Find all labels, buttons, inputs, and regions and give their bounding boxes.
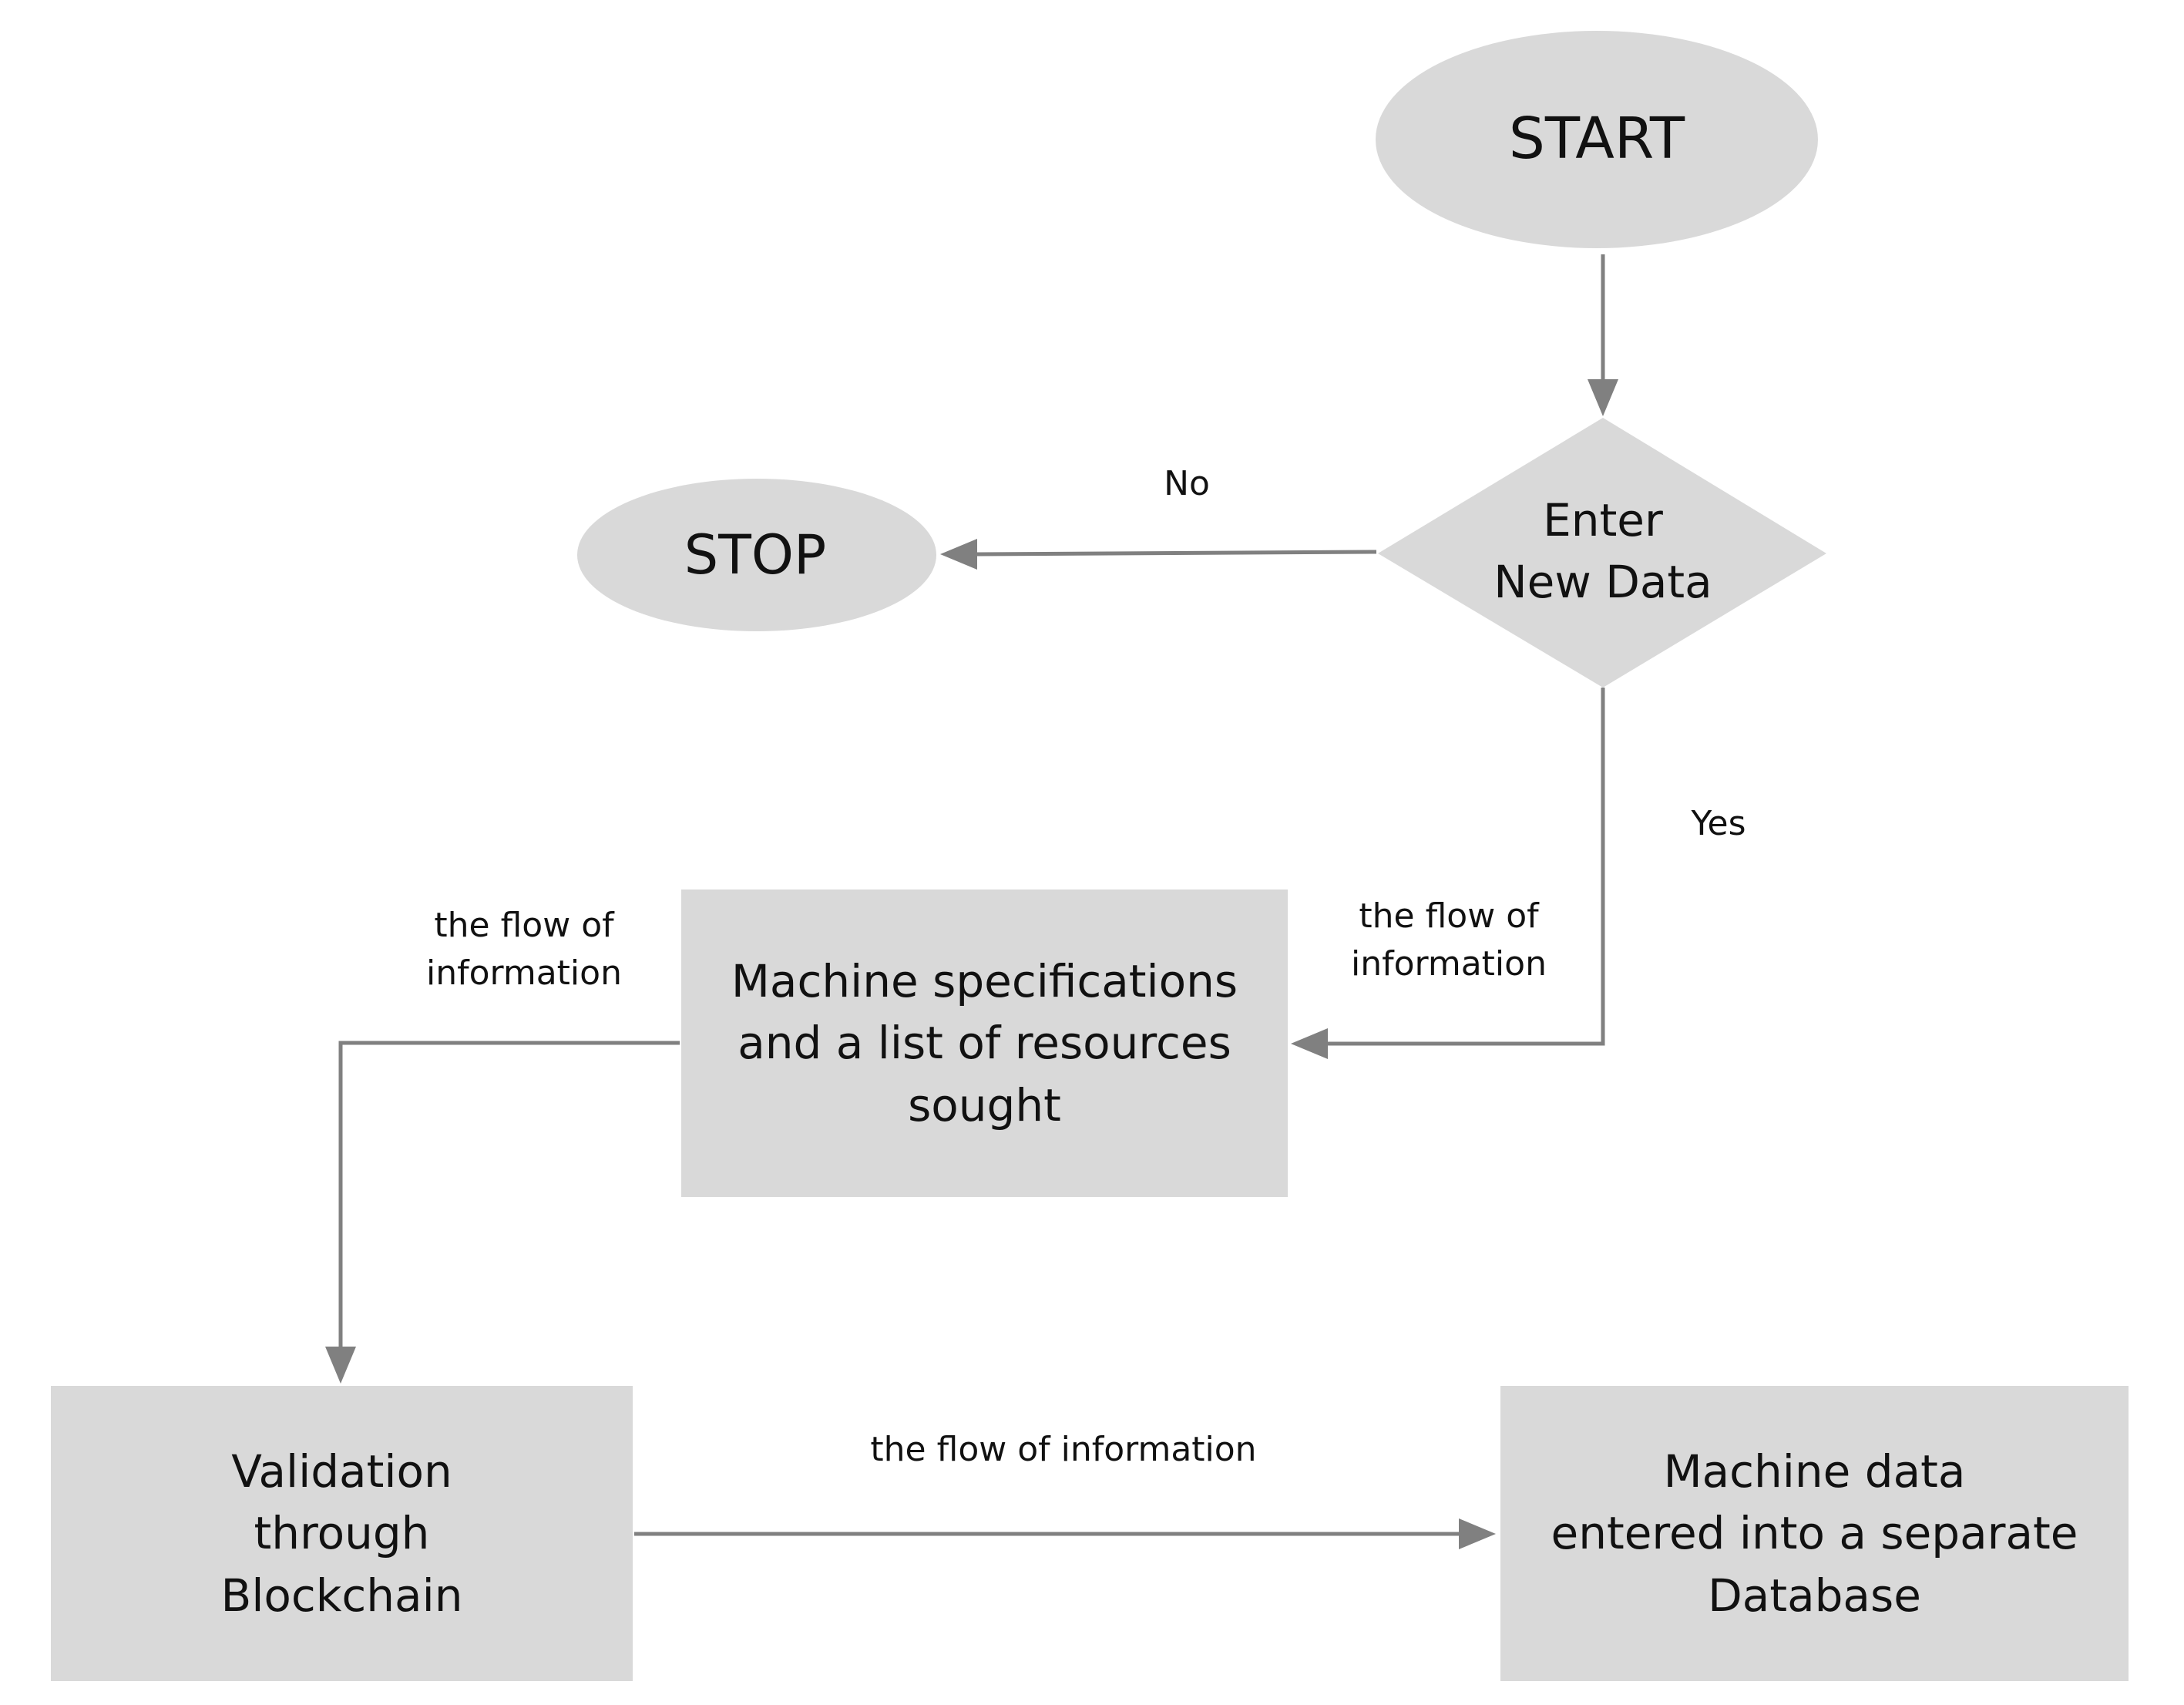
no-label: No: [1164, 464, 1210, 503]
stop-label: STOP: [684, 523, 827, 587]
specs-to-validation-line: [338, 1041, 680, 1349]
decision-to-specs-line: [1326, 688, 1605, 1046]
validation-to-database-arrowhead: [1459, 1518, 1496, 1549]
specs-to-validation-arrowhead: [325, 1347, 356, 1384]
decision-label: Enter New Data: [1494, 493, 1712, 608]
validation-box: [51, 1386, 633, 1681]
decision-diamond: [1378, 418, 1826, 688]
database-label: Machine data entered into a separate Dat…: [1551, 1445, 2078, 1622]
flow-to-validation-label: the flow of information: [426, 906, 622, 993]
start-to-decision-arrowhead: [1588, 379, 1618, 416]
decision-to-stop-arrowhead: [940, 539, 977, 570]
validation-label: Validation through Blockchain: [220, 1445, 463, 1622]
decision-to-stop-line: [974, 550, 1377, 557]
specs-box: [681, 889, 1288, 1197]
flow-to-specs-label: the flow of information: [1351, 896, 1547, 984]
start-ellipse: [1376, 31, 1818, 248]
flow-to-database-label: the flow of information: [870, 1430, 1257, 1469]
decision-to-specs-arrowhead: [1291, 1028, 1328, 1059]
database-box: [1500, 1386, 2129, 1681]
specs-label: Machine specifications and a list of res…: [731, 955, 1238, 1132]
yes-label: Yes: [1691, 804, 1746, 843]
start-label: START: [1508, 105, 1685, 172]
stop-ellipse: [577, 479, 936, 631]
